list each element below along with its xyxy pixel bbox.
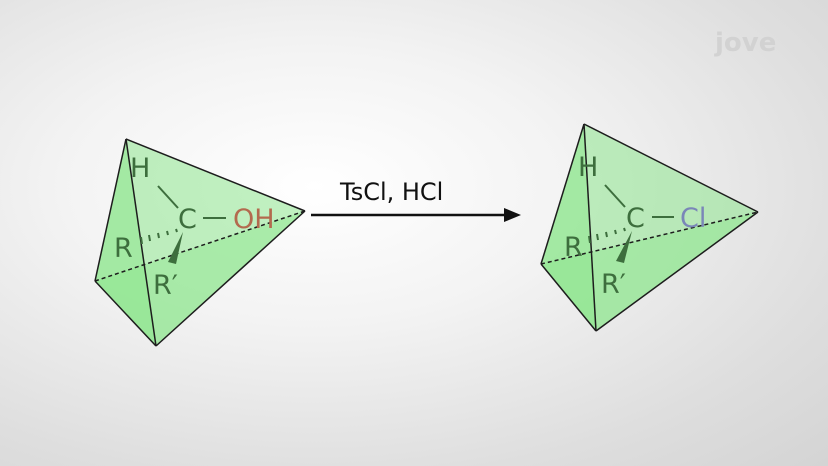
reactant-r-prime-group: R′ bbox=[153, 270, 178, 301]
product-c-h-bond bbox=[604, 184, 626, 208]
reactant-left-face bbox=[95, 139, 156, 346]
reactant-solid-wedge bbox=[168, 232, 183, 264]
product-cl-atom: Cl bbox=[680, 203, 706, 234]
product-solid-wedge bbox=[616, 231, 632, 263]
reactant-c-atom: C bbox=[178, 204, 197, 235]
product-tetrahedron: H C Cl R R′ bbox=[540, 123, 759, 332]
reactant-hashed-wedge bbox=[140, 228, 178, 245]
product-r-prime-group: R′ bbox=[601, 269, 626, 300]
product-h-atom: H bbox=[578, 152, 598, 183]
product-hashed-wedge bbox=[588, 227, 626, 244]
reactant-r-group: R bbox=[114, 233, 133, 264]
product-r-group: R bbox=[564, 232, 583, 263]
reactant-right-face bbox=[126, 139, 305, 346]
reactant-bottom-face bbox=[95, 211, 305, 346]
jove-logo: jove bbox=[714, 28, 776, 58]
reagent-label: TsCl, HCl bbox=[339, 178, 443, 206]
reactant-h-atom: H bbox=[130, 153, 150, 184]
reactant-oh-group: OH bbox=[233, 204, 275, 235]
reactant-c-h-bond bbox=[157, 185, 179, 209]
product-right-face bbox=[584, 124, 758, 331]
product-c-atom: C bbox=[626, 203, 645, 234]
reaction-arrow bbox=[311, 208, 521, 222]
reactant-tetrahedron: H C OH R R′ bbox=[94, 138, 306, 347]
product-bottom-face bbox=[541, 212, 758, 331]
product-left-face bbox=[541, 124, 596, 331]
